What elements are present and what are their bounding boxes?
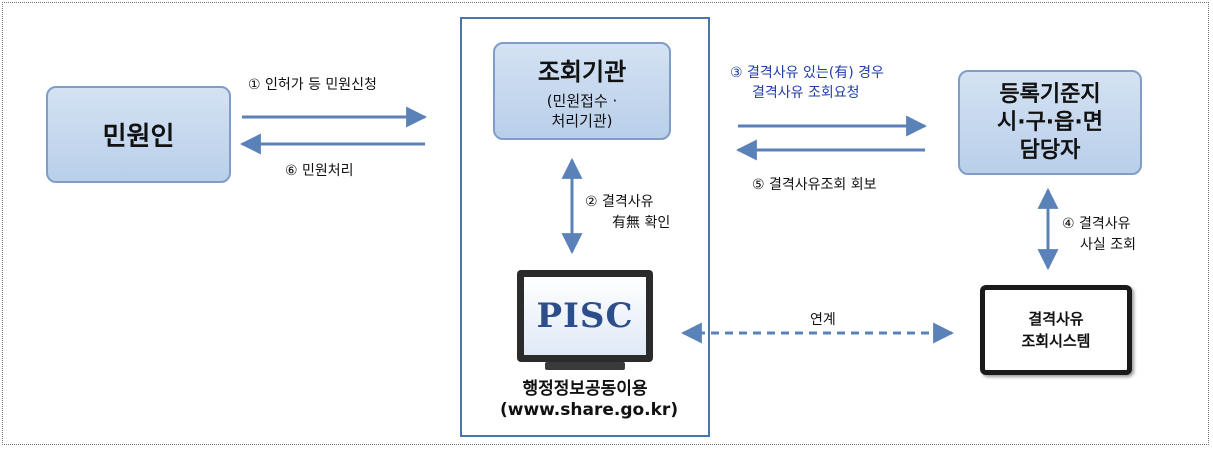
step3-label-line1: ③ 결격사유 있는(有) 경우	[730, 65, 884, 81]
local-office-node: 등록기준지 시·구·읍·면 담당자	[958, 70, 1142, 175]
monitor-stand	[545, 362, 625, 370]
pisc-name: 행정정보공동이용	[522, 379, 648, 399]
local-office-line2: 시·구·읍·면	[996, 109, 1104, 135]
pisc-monitor: PISC	[517, 270, 653, 362]
step3-label-line2: 결격사유 조회요청	[752, 85, 860, 101]
step2-label-line1: ② 결격사유	[585, 194, 654, 210]
step6-label: ⑥ 민원처리	[285, 163, 354, 179]
agency-subtitle: (민원접수 · 처리기관)	[547, 91, 618, 131]
local-office-line3: 담당자	[1019, 137, 1081, 163]
system-line2: 조회시스템	[1021, 332, 1091, 350]
system-line1: 결격사유	[1028, 310, 1084, 328]
pisc-logo: PISC	[524, 277, 646, 355]
step5-label: ⑤ 결격사유조회 회보	[752, 177, 877, 193]
civil-applicant-label: 민원인	[102, 122, 175, 152]
local-office-line1: 등록기준지	[999, 81, 1101, 107]
step4-label-line2: 사실 조회	[1080, 237, 1136, 253]
step1-label: ① 인허가 등 민원신청	[248, 77, 377, 93]
step4-label-line1: ④ 결격사유	[1062, 216, 1131, 232]
link-label: 연계	[810, 312, 836, 328]
agency-subtitle-line1: (민원접수 ·	[546, 91, 618, 110]
agency-title: 조회기관	[537, 57, 627, 86]
agency-subtitle-line2: 처리기관)	[551, 111, 613, 130]
pisc-url: (www.share.go.kr)	[500, 400, 679, 420]
disqualification-system-node: 결격사유 조회시스템	[980, 285, 1132, 375]
step2-label-line2: 有無 확인	[612, 215, 671, 231]
civil-applicant-node: 민원인	[46, 86, 231, 183]
inquiry-agency-node: 조회기관 (민원접수 · 처리기관)	[493, 42, 671, 140]
